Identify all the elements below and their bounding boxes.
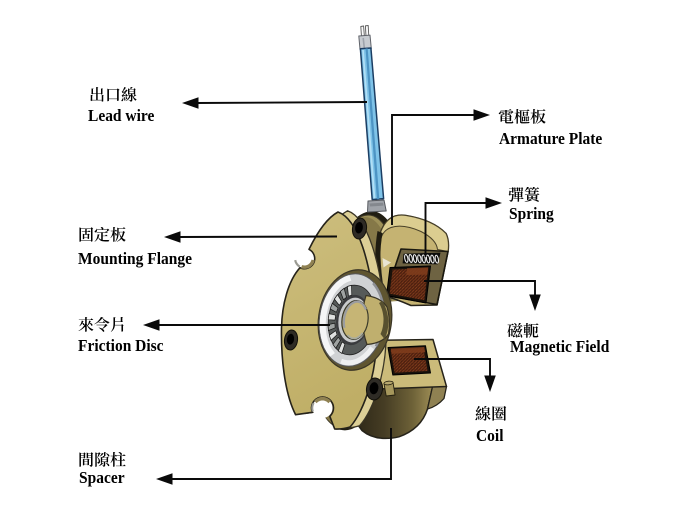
springs-row (404, 253, 440, 264)
label-magnetic-field-zh-glyphs (507, 322, 539, 338)
label-armature-plate-zh-glyphs (498, 108, 546, 124)
leader-friction-disc (143, 319, 330, 331)
spring-arrowhead-icon (485, 197, 502, 209)
label-spacer-zh-glyphs (79, 451, 126, 467)
label-friction-disc-zh: 來令片 (78, 316, 126, 333)
label-mounting-flange-zh-glyphs (79, 226, 126, 242)
lead-wire (358, 25, 385, 201)
leader-mounting-flange (164, 231, 338, 243)
label-coil-zh-glyphs (475, 405, 507, 421)
leader-armature-plate (391, 109, 490, 225)
leader-spacer (156, 428, 392, 485)
label-armature-plate-en: Armature Plate (499, 129, 603, 148)
label-coil-zh: 線圈 (475, 405, 507, 422)
label-spring-en: Spring (509, 204, 554, 223)
label-mounting-flange-zh: 固定板 (78, 226, 126, 243)
label-coil-en: Coil (476, 426, 504, 445)
notch-a-wall (300, 259, 315, 269)
mounting-flange-arrowhead-icon (164, 231, 181, 243)
coil-arrowhead-icon (484, 375, 496, 392)
label-spring-zh: 彈簧 (508, 186, 540, 203)
label-friction-disc-en: Friction Disc (78, 336, 164, 355)
leader-spring (424, 197, 502, 257)
c-opening-gap (380, 296, 460, 348)
flange-bolt-holes (283, 217, 384, 401)
leader-coil (414, 358, 496, 392)
label-spring-zh-glyphs (508, 186, 540, 202)
hub-and-friction-disc (317, 269, 393, 371)
leader-lead-wire (182, 97, 368, 109)
leader-magnetic-field (424, 280, 541, 311)
label-magnetic-field-en: Magnetic Field (510, 337, 610, 356)
yoke-upper-arm (375, 214, 450, 307)
spacer-post (383, 380, 396, 397)
label-mounting-flange-en: Mounting Flange (78, 249, 192, 268)
spacer-arrowhead-icon (156, 473, 173, 485)
label-magnetic-field-zh: 磁軛 (507, 322, 539, 339)
notch-b-wall (314, 396, 331, 404)
friction-disc-arrowhead-icon (143, 319, 160, 331)
label-armature-plate-zh: 電樞板 (498, 108, 546, 125)
label-lead-wire-en: Lead wire (88, 106, 155, 125)
label-spacer-zh: 間隙柱 (78, 451, 126, 468)
armature-plate-arrowhead-icon (473, 109, 490, 121)
yoke-lower-arm (351, 338, 448, 440)
lead-wire-arrowhead-icon (182, 97, 199, 109)
magnetic-field-arrowhead-icon (529, 294, 541, 311)
wire-strain-relief (367, 199, 387, 213)
leader-arrows (143, 97, 541, 485)
label-lead-wire-zh-glyphs (90, 86, 137, 102)
label-friction-disc-zh-glyphs (78, 316, 124, 332)
label-spacer-en: Spacer (79, 468, 125, 487)
label-lead-wire-zh: 出口線 (89, 86, 137, 103)
